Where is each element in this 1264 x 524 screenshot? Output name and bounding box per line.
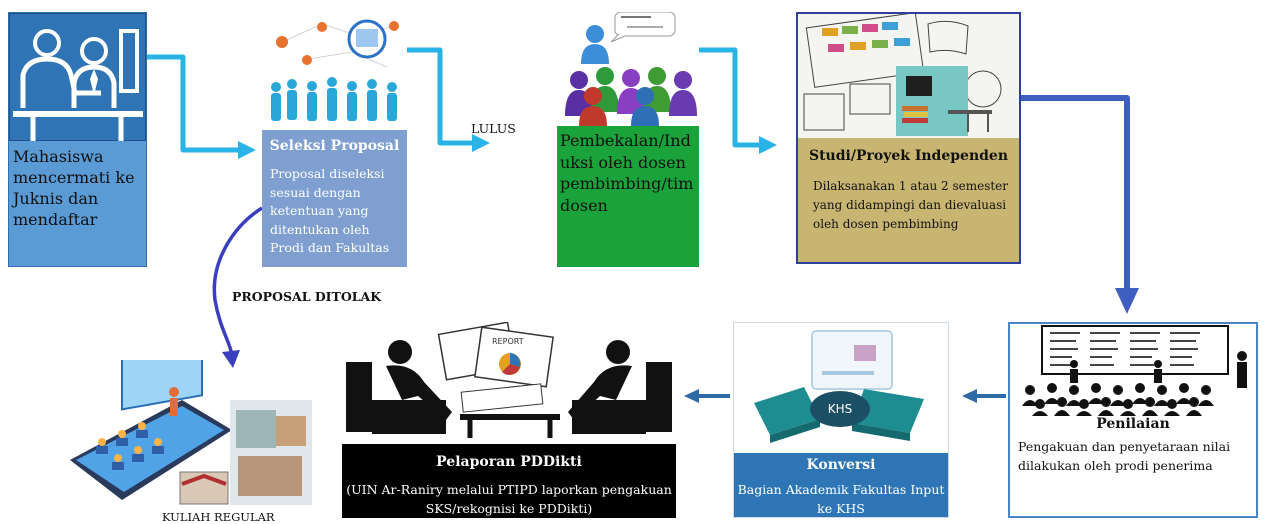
arrowhead — [238, 141, 256, 159]
pelaporan-panel — [342, 444, 676, 518]
lulus-label: LULUS — [471, 121, 516, 136]
mentoring-group-illustration — [557, 12, 699, 126]
online-classroom-illustration — [70, 360, 312, 505]
arrowhead — [759, 136, 777, 154]
arrowhead — [684, 389, 699, 403]
mendaftar-text: Mahasiswa mencermati ke Juknis dan menda… — [13, 147, 135, 229]
arrow-pembekalan-to-studi — [699, 47, 761, 148]
pembekalan-panel — [557, 126, 699, 267]
khs-text: KHS — [828, 402, 853, 416]
pelaporan-text: (UIN Ar-Raniry melalui PTIPD laporkan pe… — [346, 482, 672, 516]
konversi-panel — [734, 453, 948, 517]
step-seleksi-proposal: Seleksi Proposal Proposal diseleksi sesu… — [262, 12, 407, 267]
arrowhead — [1115, 288, 1139, 314]
classroom-illustration — [1022, 325, 1247, 416]
team-network-illustration — [262, 12, 407, 130]
step-mendaftar: Mahasiswa mencermati ke Juknis dan menda… — [8, 12, 147, 267]
studi-text: Dilaksanakan 1 atau 2 semester yang dida… — [813, 179, 1009, 231]
penilaian-text: Pengakuan dan penyetaraan nilai dilakuka… — [1018, 439, 1231, 473]
khs-transfer-illustration: KHS — [734, 323, 948, 453]
arrow-seleksi-to-pembekalan — [407, 47, 474, 146]
konversi-text: Bagian Akademik Fakultas Input ke KHS — [737, 482, 945, 516]
step-penilaian: Penilaian Pengakuan dan penyetaraan nila… — [1008, 322, 1258, 518]
meeting-report-illustration: REPORT — [342, 322, 676, 444]
arrowhead — [962, 389, 977, 403]
study-collage-illustration — [798, 14, 1019, 138]
seleksi-title: Seleksi Proposal — [269, 138, 400, 154]
arrow-mendaftar-to-seleksi — [147, 54, 240, 153]
arrowhead — [472, 134, 490, 152]
pelaporan-title: Pelaporan PDDikti — [436, 454, 582, 470]
step-pelaporan: REPORT Pelaporan PDDikti (UIN Ar-Raniry … — [342, 322, 676, 518]
konversi-title: Konversi — [806, 457, 876, 473]
step-konversi: KHS Konversi Bagian Akademik Fakultas In… — [733, 322, 949, 518]
arrow-ditolak-to-kuliah — [212, 206, 263, 359]
studi-title: Studi/Proyek Independen — [808, 148, 1008, 164]
penilaian-title: Penilaian — [1096, 416, 1170, 432]
report-text: REPORT — [492, 337, 524, 346]
office-workers-illustration — [9, 13, 146, 141]
step-studi-independen: Studi/Proyek Independen Dilaksanakan 1 a… — [796, 12, 1021, 264]
seleksi-text: Proposal diseleksi sesuai dengan ketentu… — [270, 166, 390, 255]
arrow-studi-to-penilaian — [1021, 95, 1130, 292]
step-kuliah-regular: KULIAH REGULAR — [62, 360, 314, 524]
pembekalan-text: Pembekalan/Induksi oleh dosen pembimbing… — [560, 131, 694, 215]
kuliah-regular-label: KULIAH REGULAR — [162, 510, 275, 524]
proposal-ditolak-label: PROPOSAL DITOLAK — [232, 289, 382, 304]
arrowhead — [222, 350, 240, 368]
step-pembekalan: Pembekalan/Induksi oleh dosen pembimbing… — [557, 12, 699, 267]
seleksi-panel — [262, 130, 407, 267]
studi-panel — [798, 138, 1019, 262]
